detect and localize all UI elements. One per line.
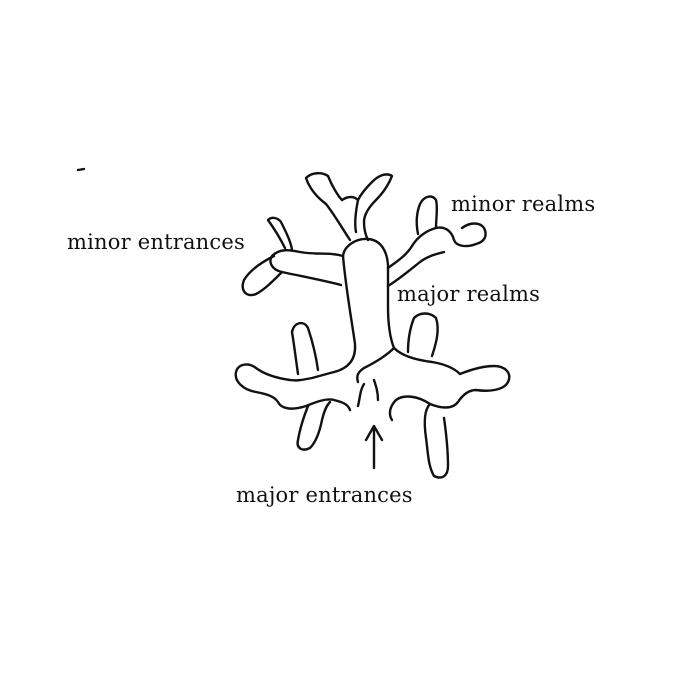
- entrance-arrow: [364, 424, 384, 470]
- mid-right-finger: [406, 312, 439, 358]
- central-entrance-notch: [356, 346, 396, 384]
- left-finger: [290, 321, 320, 376]
- label-major-entrances: major entrances: [236, 483, 413, 507]
- left-major-realm: [234, 363, 352, 412]
- minor-entrance-upper-left: [241, 254, 284, 297]
- cave-outline: [234, 172, 511, 479]
- label-minor-entrances: minor entrances: [67, 230, 245, 254]
- upper-left-arm: [269, 249, 345, 287]
- top-right-branch: [353, 198, 360, 234]
- bottom-right-lobe: [423, 402, 450, 479]
- label-major-realms: major realms: [397, 282, 540, 306]
- upper-right-arm-lower: [386, 250, 446, 288]
- upper-right-arm: [386, 222, 487, 270]
- central-notch-left: [356, 382, 366, 408]
- right-entrance-edge: [388, 395, 432, 422]
- stray-mark: [76, 167, 86, 172]
- minor-entrance-spike: [266, 216, 294, 252]
- bottom-left-lobe: [296, 400, 332, 451]
- top-left-branch: [304, 172, 352, 242]
- right-major-realm: [392, 346, 511, 409]
- central-notch-right: [372, 378, 380, 402]
- major-realm-trunk: [341, 237, 396, 350]
- top-branch-stem: [340, 173, 394, 242]
- label-minor-realms: minor realms: [451, 192, 595, 216]
- major-realm-left-boundary: [288, 254, 357, 382]
- minor-realm-stem: [415, 195, 439, 236]
